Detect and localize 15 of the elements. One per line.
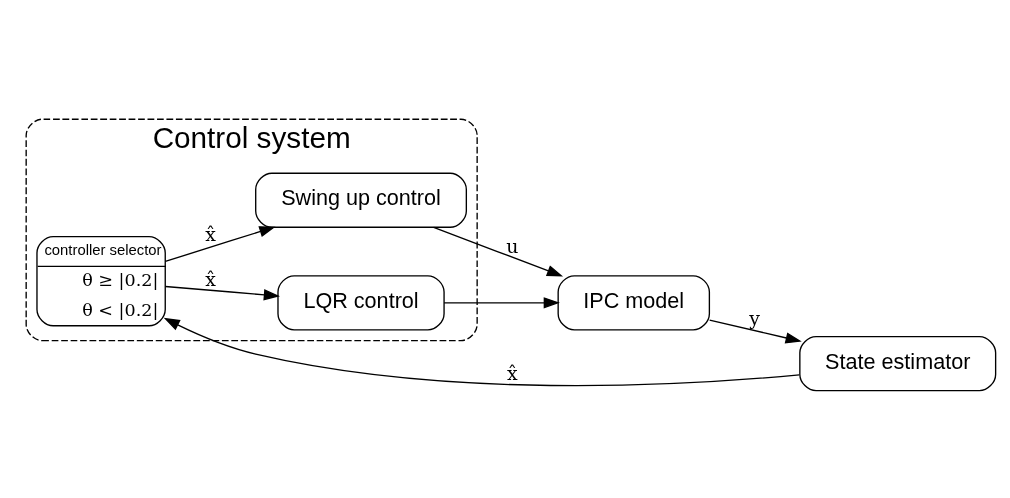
node-box: IPC model bbox=[557, 274, 710, 330]
node-box: State estimator bbox=[798, 335, 996, 391]
arrow bbox=[708, 319, 802, 343]
arrow bbox=[163, 317, 800, 386]
arrow bbox=[442, 296, 560, 308]
arrow bbox=[164, 285, 280, 300]
arrow bbox=[432, 226, 563, 276]
edge-label: x̂ bbox=[506, 361, 518, 384]
edge-label: y bbox=[748, 306, 760, 329]
edge-label: x̂ bbox=[204, 267, 216, 290]
edge-label: x̂ bbox=[204, 222, 216, 245]
edge-label: u bbox=[505, 234, 518, 257]
node-box: LQR control bbox=[276, 274, 445, 330]
arrow bbox=[164, 225, 276, 262]
node-box: Swing up control bbox=[254, 172, 467, 228]
